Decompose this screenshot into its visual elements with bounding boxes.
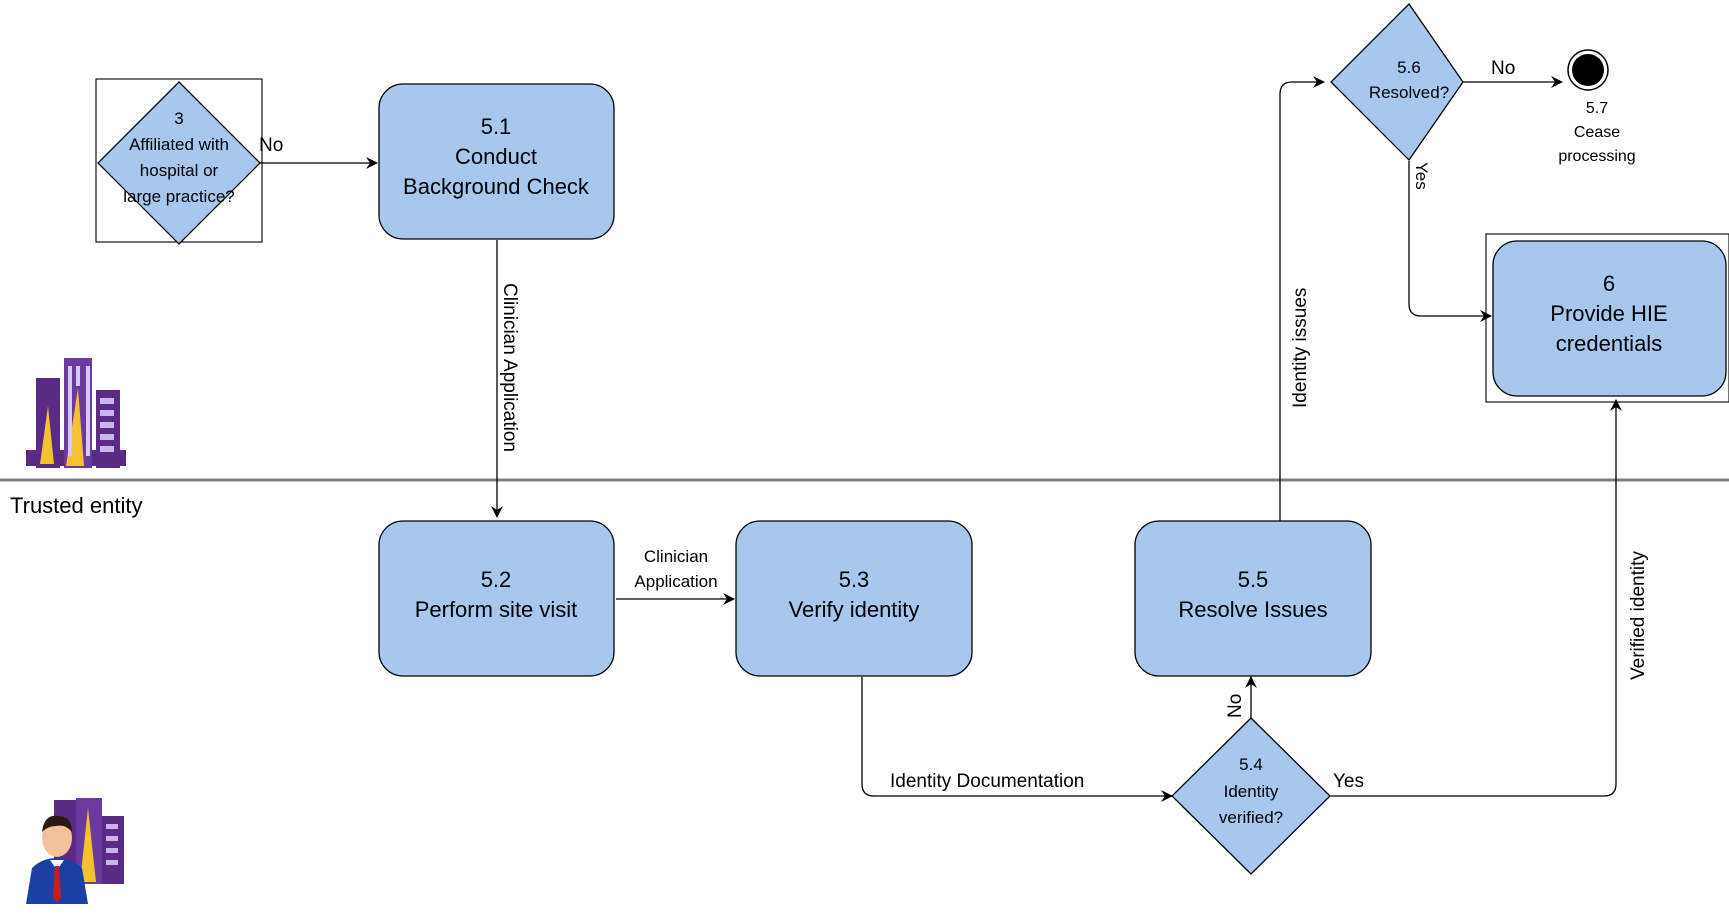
node-5-6-decision[interactable]: 5.6 Resolved? [1330, 2, 1464, 162]
edge-5-3-to-5-4-label: Identity Documentation [890, 771, 1084, 792]
node-5-2-label-1: 5.2 [481, 567, 512, 592]
node-5-1-label-1: 5.1 [481, 114, 512, 139]
end-event-core [1572, 54, 1604, 86]
edge-3-to-5-1-label: No [259, 135, 283, 156]
node-6-label-2: Provide HIE [1550, 301, 1667, 326]
node-6-task[interactable]: 6 Provide HIE credentials [1485, 233, 1729, 403]
edge-5-6-to-6-label: Yes [1412, 162, 1431, 190]
node-5-7-label-2: Cease [1574, 124, 1620, 141]
node-5-7-label-1: 5.7 [1586, 100, 1608, 117]
node-5-2-task[interactable]: 5.2 Perform site visit [378, 520, 615, 677]
edge-5-4-to-6 [1330, 399, 1622, 797]
node-3-label-1: 3 [174, 109, 183, 128]
node-5-5-label-2: Resolve Issues [1178, 597, 1327, 622]
node-5-4-label-1: 5.4 [1239, 755, 1263, 774]
node-5-1-task[interactable]: 5.1 Conduct Background Check [378, 83, 615, 240]
node-5-1-shape [378, 83, 615, 240]
edge-5-1-to-5-2-label: Clinician Application [499, 283, 520, 452]
node-5-3-label-2: Verify identity [789, 597, 920, 622]
node-5-6-label-1: 5.6 [1397, 58, 1421, 77]
edge-5-2-to-5-3-label-1: Clinician [644, 547, 708, 566]
edge-5-6-to-5-7-label: No [1491, 58, 1515, 79]
node-3-decision[interactable]: 3 Affiliated with hospital or large prac… [95, 78, 263, 245]
node-5-2-label-2: Perform site visit [415, 597, 578, 622]
node-5-3-shape [735, 520, 973, 677]
clinician-icon [26, 798, 124, 904]
edge-5-5-to-5-6 [1279, 76, 1325, 521]
node-5-4-decision[interactable]: 5.4 Identity verified? [1171, 717, 1331, 875]
edge-5-6-to-6 [1408, 161, 1492, 322]
node-3-shape [97, 81, 261, 245]
node-3-label-4: large practice? [123, 187, 235, 206]
node-5-5-task[interactable]: 5.5 Resolve Issues [1134, 520, 1372, 677]
edge-5-3-to-5-4 [861, 677, 1173, 802]
node-5-7-label-3: processing [1558, 148, 1635, 165]
node-5-4-label-3: verified? [1219, 808, 1283, 827]
node-5-1-label-2: Conduct [455, 144, 537, 169]
node-5-2-shape [378, 520, 615, 677]
node-6-shape [1492, 240, 1727, 397]
node-3-label-2: Affiliated with [129, 135, 229, 154]
edge-5-4-to-6-label: Yes [1333, 771, 1364, 792]
node-5-7-end[interactable]: 5.7 Cease processing [1558, 49, 1636, 165]
node-3-label-3: hospital or [140, 161, 219, 180]
building-icon [26, 358, 126, 468]
node-6-label-1: 6 [1603, 271, 1615, 296]
edge-verified-label: Verified identity [1628, 551, 1649, 680]
node-5-3-label-1: 5.3 [839, 567, 870, 592]
node-6-label-3: credentials [1556, 331, 1662, 356]
lane-label: Trusted entity [10, 493, 142, 518]
node-5-6-label-2: Resolved? [1369, 83, 1449, 102]
node-5-1-label-3: Background Check [403, 174, 590, 199]
node-5-5-label-1: 5.5 [1238, 567, 1269, 592]
node-5-4-shape [1171, 717, 1331, 875]
edge-5-4-to-5-5-label: No [1225, 694, 1246, 718]
node-5-3-task[interactable]: 5.3 Verify identity [735, 520, 973, 677]
node-5-6-shape [1330, 2, 1464, 162]
node-5-4-label-2: Identity [1224, 782, 1279, 801]
node-5-5-shape [1134, 520, 1372, 677]
node-6-frame [1485, 233, 1729, 403]
edge-5-2-to-5-3-label-2: Application [634, 572, 717, 591]
edge-5-5-to-5-6-label: Identity issues [1290, 288, 1311, 408]
